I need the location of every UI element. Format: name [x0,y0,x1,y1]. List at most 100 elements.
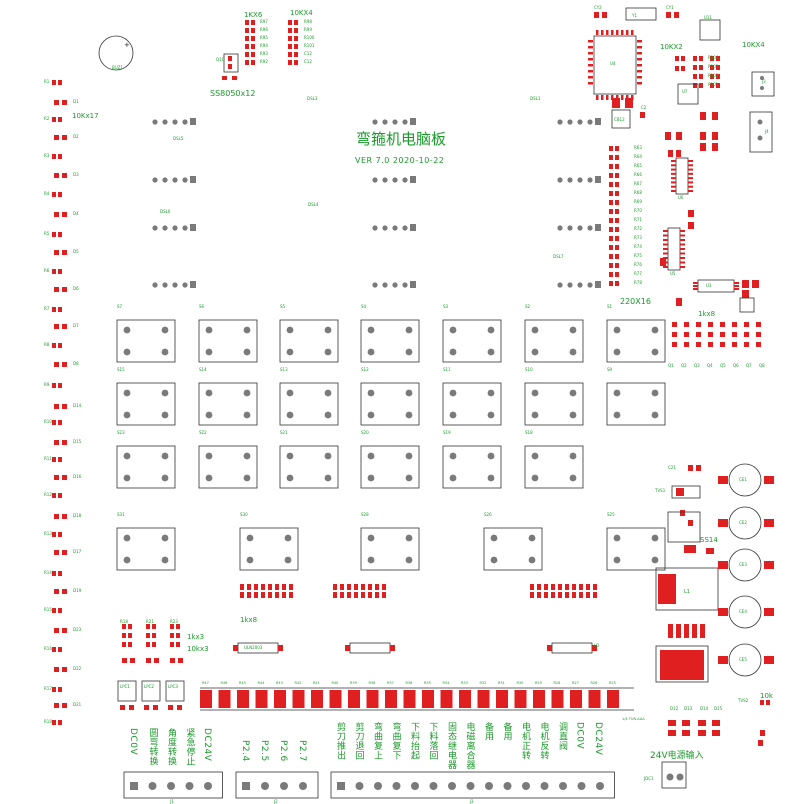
r-10kx4-pad-b [294,20,298,25]
transistor-ref: Q2 [681,363,687,368]
switch-outline [360,319,420,363]
cap-pad [752,280,759,288]
header-pin [557,225,563,231]
r-mid-pad-b [176,642,180,647]
r-row-pad-b [551,592,555,598]
left-resistor-pad-a [52,80,56,85]
left-led-ref: D17 [73,549,82,554]
power-input-label: 24V电源输入 [650,751,704,761]
label-10kx3: 10kx3 [187,645,209,653]
regulator-outline [677,83,699,105]
switch-ref: S5 [280,304,286,309]
r-row-pad-b [333,592,337,598]
r-row-pad-a [361,584,365,590]
r-row-pad-b [558,592,562,598]
r-ref: R21 [146,619,154,624]
r-row-pad-b [340,592,344,598]
driver-pad-b [539,690,545,708]
q-pad [232,76,237,80]
elcap-pad [764,656,774,664]
switch-pin [205,326,213,334]
power-pin [676,773,684,781]
cap-pad [146,658,151,663]
switch-outline [524,319,584,363]
tvs-outline [671,485,701,499]
header-pin [182,282,188,288]
r-1kx8-pad [756,322,761,327]
left-resistor-ref: R7 [44,306,50,311]
connector-ref: J1 [170,799,174,804]
driver-pad-a [200,690,207,708]
switch-pin [487,474,495,482]
mcu-pin [588,70,593,73]
header-pin [372,282,378,288]
label-1kx6: 1KX6 [244,11,263,19]
left-led-pad-a [54,212,59,217]
r-10kx4-ref: R98 [304,19,312,24]
r-10kx3-pad-b [152,624,156,629]
switch-pin [651,411,659,419]
left-resistor-pad-a [52,343,56,348]
switch-pin [243,348,251,356]
switch-ref: S2 [525,304,531,309]
r-row-pad-a [333,584,337,590]
r-1kx8b-pad-b [247,592,251,598]
ic-ref: U2 [594,643,600,648]
r-10kx4-ref: C12 [304,51,312,56]
switch-pin [613,389,621,397]
dsl-ref: DSL3 [307,96,318,101]
driver-ref: R36 [405,681,413,685]
connector-j3-pin [522,782,530,790]
switch-pin [161,556,169,564]
switch-pin [569,474,577,482]
left-led-ref: D4 [73,211,79,216]
switch-pin [405,556,413,564]
r-220x16-ref: R77 [634,271,642,276]
r-1kx8-pad [744,332,749,337]
switch-ref: S4 [361,304,367,309]
driver-pad-a [237,690,244,708]
left-resistor-ref: R18 [44,719,52,724]
header-pin [567,119,573,125]
j2-pin-label: P2.4 [240,740,250,762]
r-10kx4r-pad-b [699,83,703,88]
switch-outline [483,527,543,571]
inductor-pad [658,574,676,604]
r-1kx6-pad-a [245,52,249,57]
header-pin [557,177,563,183]
soic-u5-outline [667,227,681,271]
q-pad [222,76,227,80]
switch-pin [528,534,536,542]
q-pad [228,64,232,69]
cap-ref: CE5 [739,657,747,662]
left-resistor-pad-b [58,420,62,425]
electrolytic-cap-outline [728,506,762,540]
mcu-pin [626,95,629,100]
r-10kx4-ref: R100 [304,35,315,40]
r-220x16-pad-a [609,209,613,214]
r-220x16-ref: R74 [634,244,642,249]
header-pin-square [410,224,416,231]
driver-ref: R46 [220,681,228,685]
switch-outline [606,319,666,363]
switch-ref: S22 [199,430,207,435]
r-10kx4-pad-b [294,36,298,41]
left-resistor-ref: R11 [44,456,52,461]
r-row-pad-a [551,584,555,590]
left-resistor-pad-a [52,420,56,425]
label-1kx8-right: 1kx8 [698,310,716,318]
ss14-pad [684,545,696,553]
switch-pin [367,326,375,334]
r-row-pad-a [572,584,576,590]
switch-pin [123,452,131,460]
switch-ref: S25 [607,512,615,517]
left-led-pad-a [54,250,59,255]
header-pin [382,225,388,231]
left-led-ref: D22 [73,666,82,671]
electrolytic-cap-outline [728,595,762,629]
cap-pad [665,132,671,140]
driver-ref: R27 [572,681,579,685]
r-1kx6-pad-b [251,60,255,65]
switch-pin [123,534,131,542]
r-row-pad-a [558,584,562,590]
